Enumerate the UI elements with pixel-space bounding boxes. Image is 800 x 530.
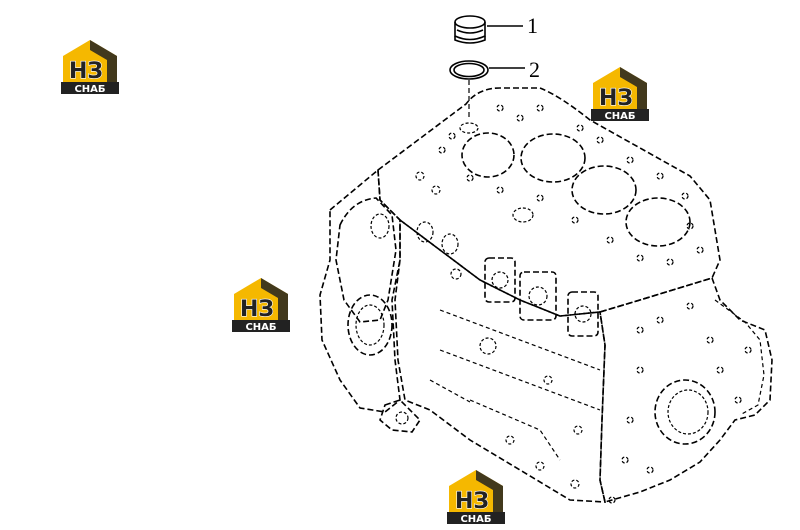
svg-text:НЗ: НЗ bbox=[69, 59, 103, 84]
svg-text:СНАБ: СНАБ bbox=[604, 111, 635, 122]
svg-text:СНАБ: СНАБ bbox=[245, 322, 276, 333]
svg-text:НЗ: НЗ bbox=[455, 489, 489, 514]
callout-label-1: 1 bbox=[527, 13, 538, 38]
engine-block bbox=[319, 87, 773, 504]
svg-text:СНАБ: СНАБ bbox=[460, 514, 491, 525]
plug-cap-part bbox=[454, 15, 486, 44]
svg-text:СНАБ: СНАБ bbox=[74, 84, 105, 95]
svg-text:НЗ: НЗ bbox=[240, 297, 274, 322]
callout-label-2: 2 bbox=[529, 57, 540, 82]
svg-text:НЗ: НЗ bbox=[599, 86, 633, 111]
o-ring-part bbox=[449, 60, 489, 80]
